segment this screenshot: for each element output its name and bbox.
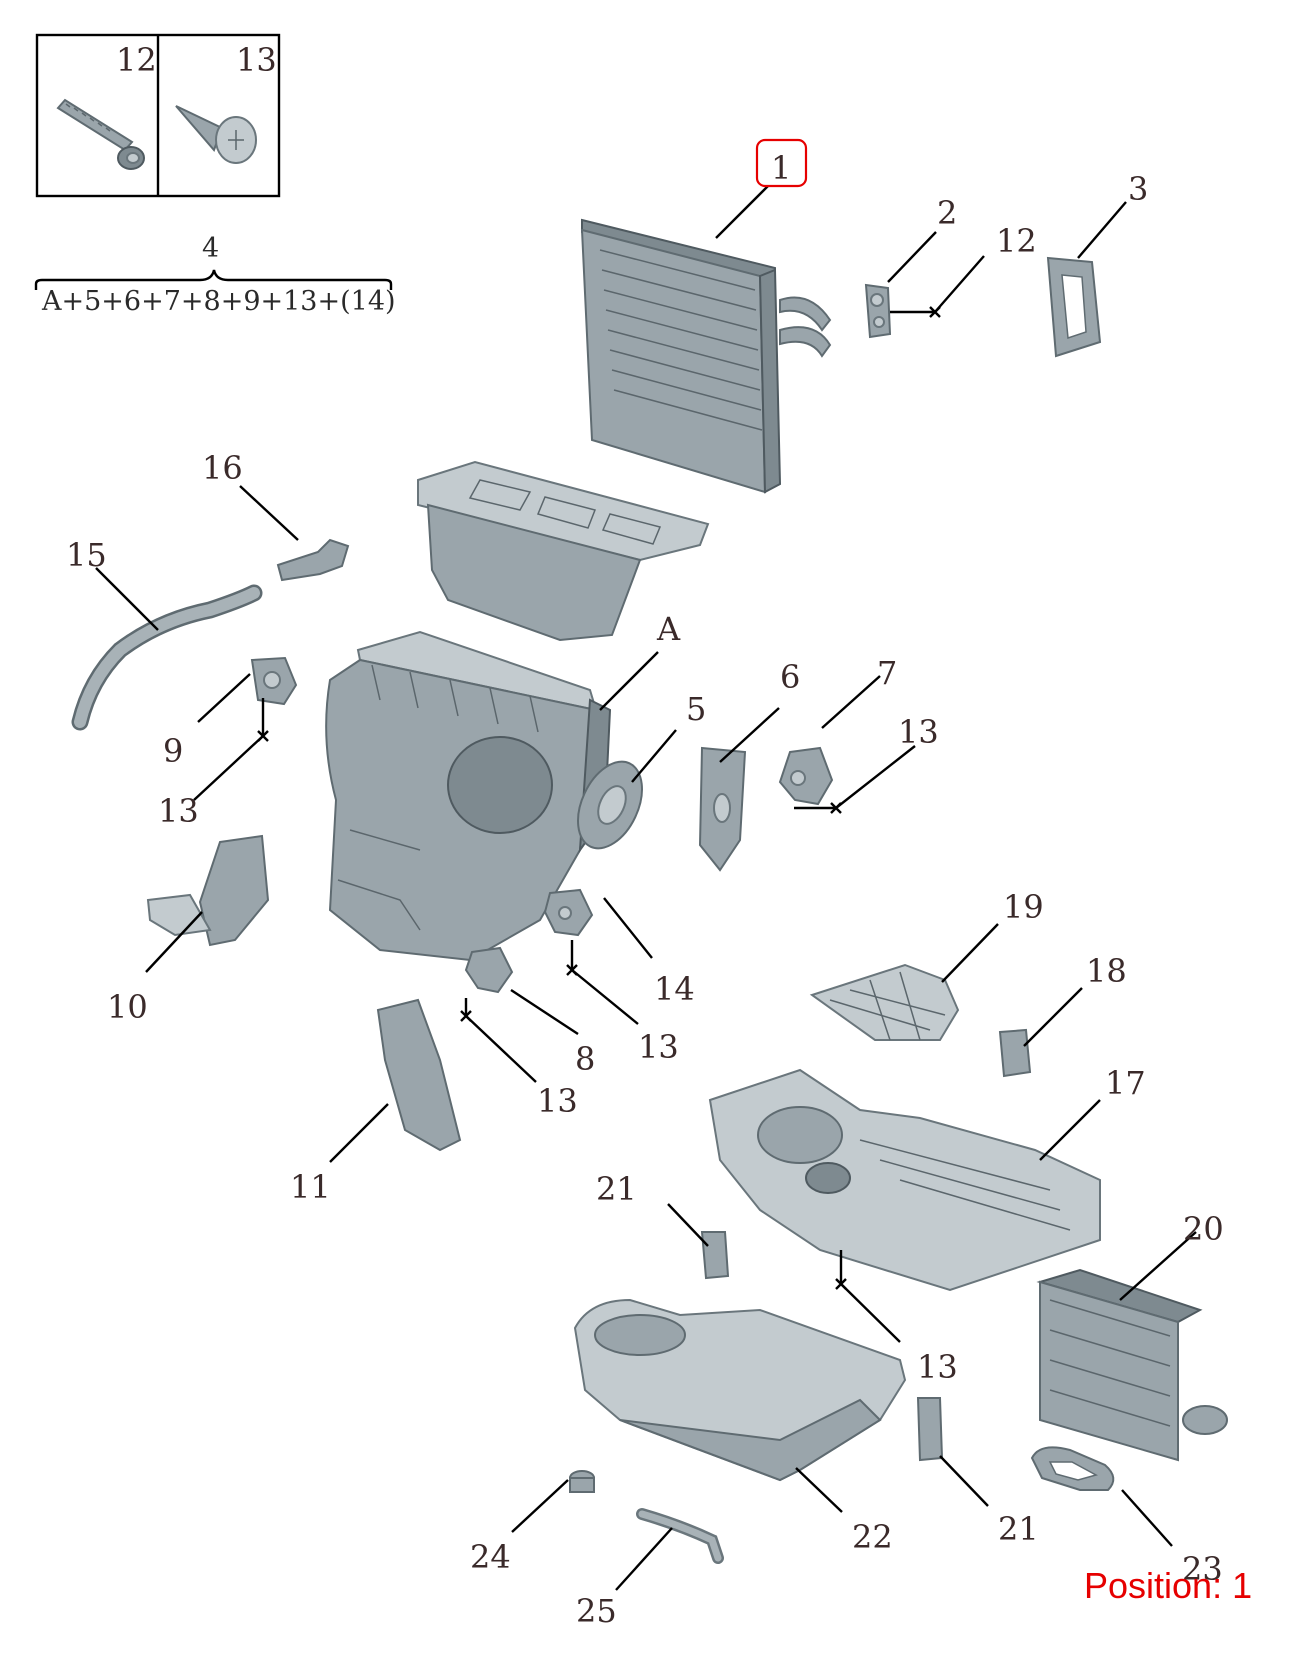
callout-17[interactable]: 17 [1105,1064,1146,1102]
callout-12[interactable]: 12 [996,222,1037,260]
foot-duct-10 [146,834,270,947]
callout-14[interactable]: 14 [654,970,695,1008]
callout-15[interactable]: 15 [66,536,107,574]
callout-6[interactable]: 6 [780,658,800,696]
callout-25[interactable]: 25 [576,1592,617,1630]
inset-label-12: 12 [116,41,157,79]
callout-5[interactable]: 5 [686,690,706,728]
leader-lines [95,185,1197,1591]
screw-icon [175,105,257,164]
expansion-valve [864,283,892,339]
callout-13-a[interactable]: 13 [898,713,939,751]
seal-21-lower [916,1397,944,1462]
callout-24[interactable]: 24 [470,1538,511,1576]
callout-19[interactable]: 19 [1003,888,1044,926]
highlight-box [755,138,808,188]
callout-13-b[interactable]: 13 [158,792,199,830]
gasket-23 [1030,1446,1115,1491]
callout-2[interactable]: 2 [937,194,957,232]
seal-gasket [1046,256,1102,358]
mounting-bracket [698,746,747,872]
callout-22[interactable]: 22 [852,1518,893,1556]
callout-18[interactable]: 18 [1086,952,1127,990]
actuator-8 [464,946,514,994]
actuator-9 [250,656,298,706]
callout-23[interactable]: 23 [1182,1550,1223,1588]
blower-wheel [577,760,643,850]
position-label: Position: 1 [1084,1565,1252,1606]
callout-21-b[interactable]: 21 [998,1510,1039,1548]
callout-13-e[interactable]: 13 [917,1348,958,1386]
bolt-icon [56,98,145,170]
actuator-7 [778,746,834,806]
heater-core [1036,1268,1228,1462]
sensor-connector [276,538,350,582]
callout-3[interactable]: 3 [1128,170,1148,208]
callout-10[interactable]: 10 [107,988,148,1026]
callout-13-c[interactable]: 13 [638,1028,679,1066]
grommet-24 [569,1470,595,1493]
callout-11[interactable]: 11 [290,1168,331,1206]
lower-housing [708,1068,1101,1292]
callout-8[interactable]: 8 [575,1040,595,1078]
evaporator-core [580,218,832,494]
callout-A[interactable]: A [656,610,681,648]
filter-cover [809,963,960,1041]
fastener-marks [257,306,941,1290]
inset-label-13: 13 [236,41,277,79]
callout-20[interactable]: 20 [1183,1210,1224,1248]
fastener-inset: 12 13 [35,33,281,198]
callout-9[interactable]: 9 [163,732,183,770]
assembly-formula-text: A+5+6+7+8+9+13+(14) [41,286,396,317]
vent-duct-11 [376,998,462,1152]
actuator-14 [543,888,594,937]
seal-21-upper [700,1231,730,1280]
bottom-tray [573,1298,907,1482]
upper-duct-housing [417,460,710,642]
callout-labels: 1 2 3 12 16 15 A 5 6 7 13 9 13 10 14 13 … [66,149,1224,1630]
assembly-number: 4 [202,233,219,264]
callout-21-a[interactable]: 21 [596,1170,637,1208]
callout-1[interactable]: 1 [771,149,791,187]
blower-resistor [998,1028,1032,1078]
drain-tube-25 [636,1508,724,1564]
drain-hose [71,584,263,731]
assembly-formula: 4 A+5+6+7+8+9+13+(14) [34,233,396,317]
callout-16[interactable]: 16 [202,449,243,487]
callout-7[interactable]: 7 [877,654,897,692]
callout-13-d[interactable]: 13 [537,1082,578,1120]
